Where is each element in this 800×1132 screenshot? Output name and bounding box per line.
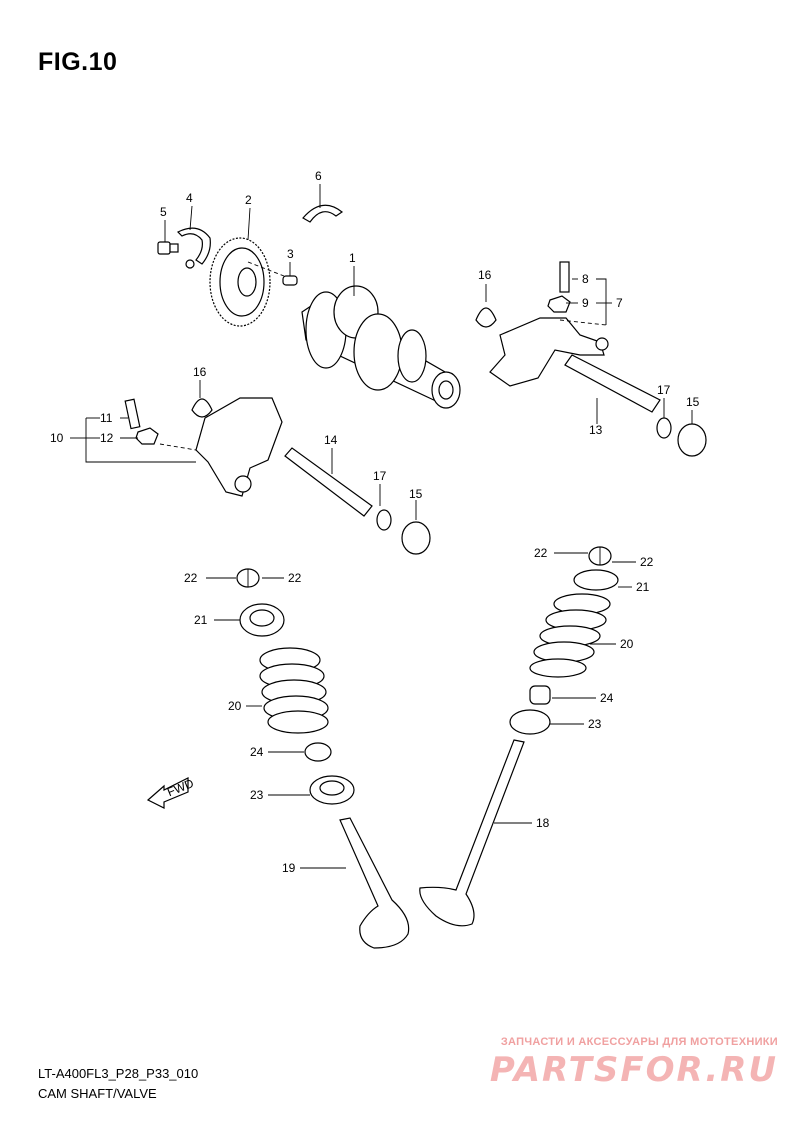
part-22-cotters-left <box>236 568 260 588</box>
part-3-pin <box>282 275 298 286</box>
callout-3: 3 <box>287 247 294 261</box>
callout-14: 14 <box>324 433 338 447</box>
fwd-arrow-icon: FWD <box>146 776 196 809</box>
callout-17-left: 17 <box>373 469 387 483</box>
section-name: CAM SHAFT/VALVE <box>38 1086 157 1101</box>
part-13-rocker-shaft <box>564 354 661 413</box>
callout-12: 12 <box>100 431 114 445</box>
part-17-washer-right <box>656 417 672 439</box>
part-20-spring-right <box>529 593 611 678</box>
callout-21-left: 21 <box>194 613 208 627</box>
callout-13: 13 <box>589 423 603 437</box>
part-21-retainer-right <box>573 569 619 591</box>
callout-6: 6 <box>315 169 322 183</box>
callout-17-right: 17 <box>657 383 671 397</box>
watermark-tagline: ЗАПЧАСТИ И АКСЕССУАРЫ ДЛЯ МОТОТЕХНИКИ <box>500 1036 778 1048</box>
part-left-rocker-arm <box>195 397 283 497</box>
callout-7: 7 <box>616 296 623 310</box>
figure-title: FIG.10 <box>38 48 118 76</box>
part-6-clip <box>302 204 344 223</box>
part-24-seal-right <box>529 685 551 705</box>
part-20-spring-left <box>259 647 329 734</box>
callout-10: 10 <box>50 431 64 445</box>
part-18-valve <box>419 739 525 927</box>
callout-22-right-a: 22 <box>534 546 548 560</box>
part-15-cap-left <box>401 521 431 555</box>
fwd-label: FWD <box>165 776 196 799</box>
callout-21-right: 21 <box>636 580 650 594</box>
callout-15-right: 15 <box>686 395 700 409</box>
callout-8: 8 <box>582 272 589 286</box>
part-1-camshaft <box>301 285 461 409</box>
part-15-cap-right <box>677 423 707 457</box>
callout-23-left: 23 <box>250 788 264 802</box>
callout-19: 19 <box>282 861 296 875</box>
callout-5: 5 <box>160 205 167 219</box>
part-23-seat-left <box>309 775 355 805</box>
part-16-gasket-left <box>191 398 213 418</box>
callout-23-right: 23 <box>588 717 602 731</box>
callout-16-right: 16 <box>478 268 492 282</box>
callout-2: 2 <box>245 193 252 207</box>
callout-22-left-a: 22 <box>184 571 198 585</box>
callout-1: 1 <box>349 251 356 265</box>
model-code: LT-A400FL3_P28_P33_010 <box>38 1066 199 1081</box>
part-22-cotters-right <box>588 546 612 566</box>
callout-4: 4 <box>186 191 193 205</box>
part-21-retainer-left <box>239 603 285 637</box>
part-2-cam-sprocket <box>209 237 271 327</box>
part-23-seat-right <box>509 709 551 735</box>
part-14-rocker-shaft <box>284 447 373 517</box>
part-16-gasket-right <box>475 307 497 328</box>
watermark-logo: PARTSFOR.RU <box>489 1050 778 1090</box>
part-19-valve <box>339 817 410 949</box>
part-11-adjust-screw-left <box>124 398 141 430</box>
part-24-seal-left <box>304 742 332 762</box>
callout-22-left-b: 22 <box>288 571 302 585</box>
callout-18: 18 <box>536 816 550 830</box>
part-17-washer-left <box>376 509 392 531</box>
leader-lines <box>70 184 693 869</box>
callout-9: 9 <box>582 296 589 310</box>
callout-15-left: 15 <box>409 487 423 501</box>
callout-16-left: 16 <box>193 365 207 379</box>
part-5-bolt <box>157 241 179 255</box>
callout-22-right-b: 22 <box>640 555 654 569</box>
callout-11: 11 <box>100 411 113 425</box>
part-right-rocker-arm <box>489 317 609 387</box>
part-8-adjust-screw-right <box>559 261 570 293</box>
part-9-nut-right <box>547 295 571 313</box>
callout-24-left: 24 <box>250 745 264 759</box>
part-4-retainer <box>176 227 211 269</box>
callout-24-right: 24 <box>600 691 614 705</box>
callout-20-left: 20 <box>228 699 242 713</box>
callout-labels: 6 4 5 2 3 1 16 8 9 7 13 17 15 16 11 12 1… <box>50 169 700 875</box>
part-12-nut-left <box>135 427 159 445</box>
callout-20-right: 20 <box>620 637 634 651</box>
